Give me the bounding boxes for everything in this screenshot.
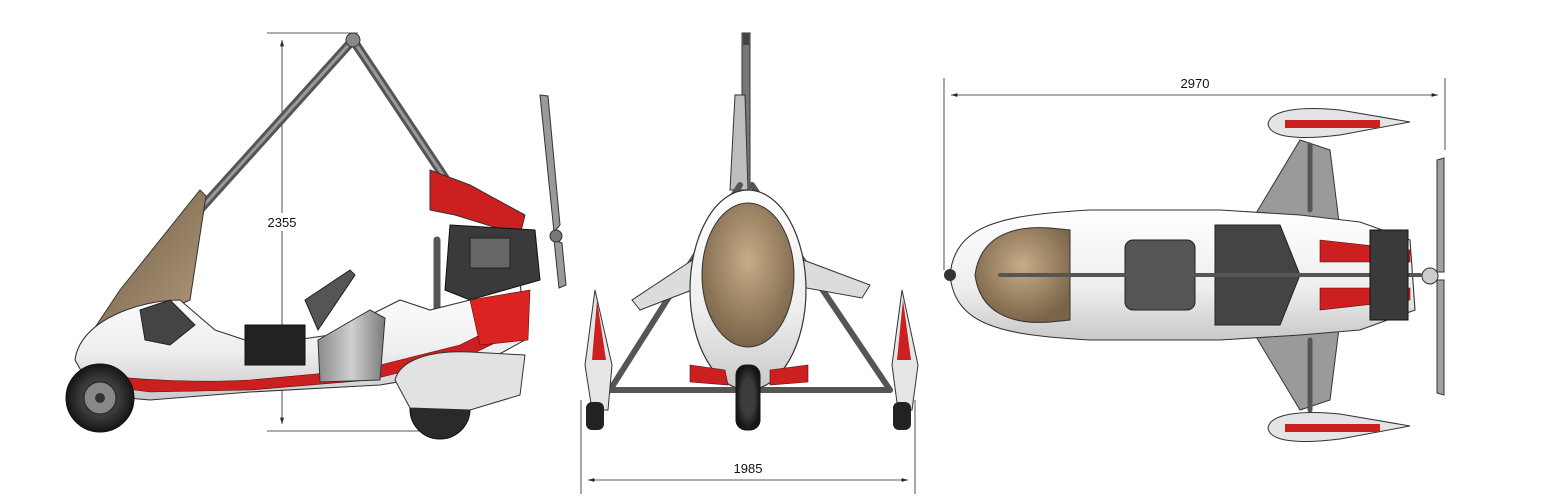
front-right-spat: [891, 289, 919, 430]
wing-mast: [181, 32, 450, 349]
front-width-label: 1985: [734, 461, 763, 476]
front-nose-wheel: [735, 364, 761, 431]
propeller-side: [539, 94, 567, 289]
main-wheel-spat: [394, 351, 526, 411]
front-tail-fin: [729, 94, 749, 191]
seat-back: [304, 269, 356, 332]
engine-detail: [469, 237, 511, 269]
top-view: 2970: [943, 76, 1446, 442]
side-height-label: 2355: [268, 215, 297, 230]
instrument-panel: [139, 299, 196, 346]
front-view: 1985: [580, 32, 919, 494]
top-length-dimension: 2970: [943, 76, 1446, 270]
front-width-dimension: 1985: [580, 400, 916, 494]
top-lower-pod: [1267, 337, 1411, 442]
top-length-label: 2970: [1181, 76, 1210, 91]
seat-base: [244, 324, 306, 366]
top-engine: [1369, 229, 1409, 321]
main-spat-red: [469, 289, 531, 346]
strut-fairing: [317, 309, 386, 383]
side-height-dimension: 2355: [262, 32, 420, 432]
front-pod-red: [689, 364, 809, 386]
front-canopy: [701, 202, 795, 348]
front-left-spat: [584, 289, 613, 430]
main-wheel-side: [409, 407, 471, 440]
side-view: 2355: [65, 32, 567, 440]
propeller-top: [1421, 157, 1445, 396]
top-upper-pod: [1267, 108, 1411, 213]
nose-wheel: [65, 363, 135, 433]
rear-fairing: [429, 169, 526, 236]
